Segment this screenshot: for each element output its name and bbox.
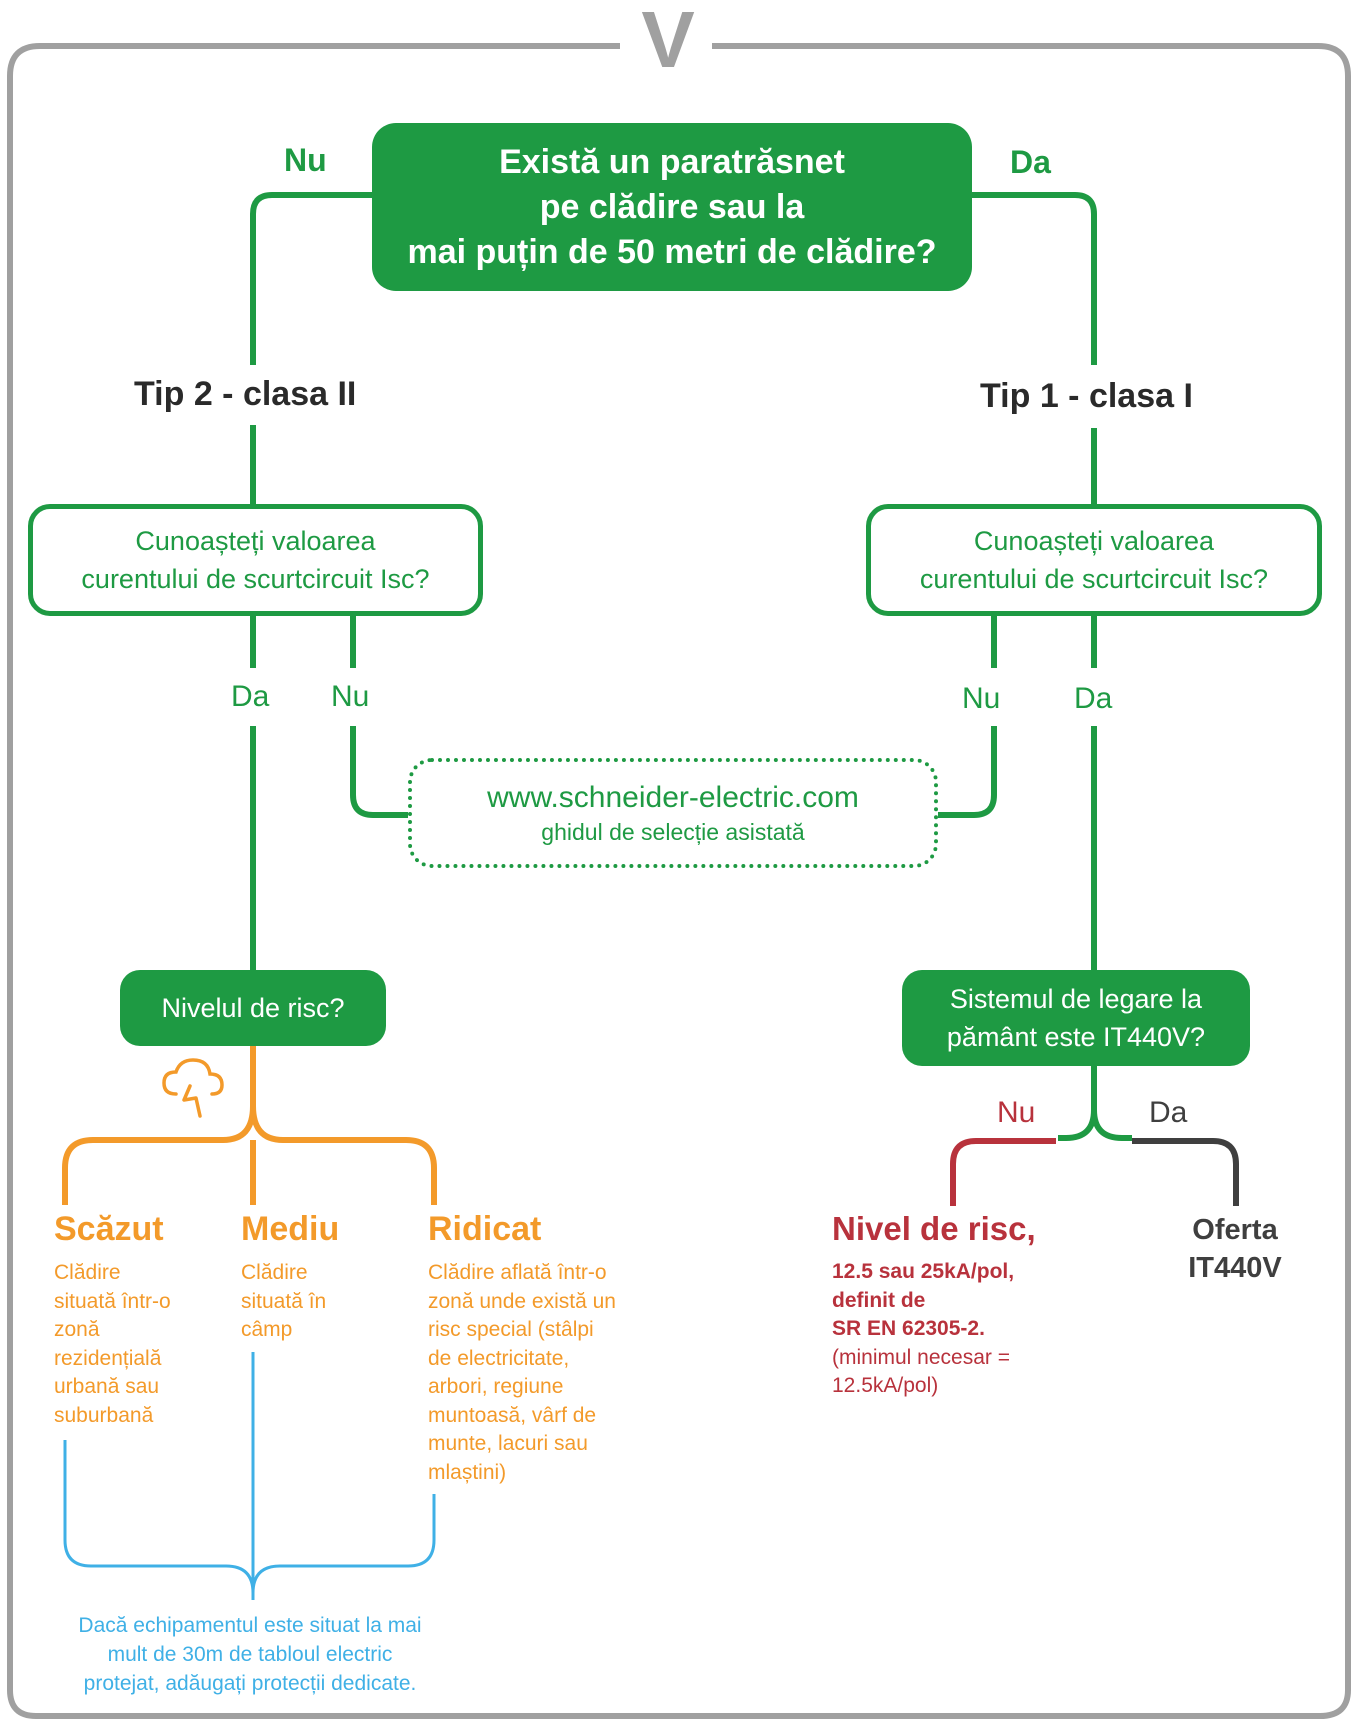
risk-result-line1: 12.5 sau 25kA/pol, (832, 1260, 1015, 1283)
distance-note: Dacă echipamentul este situat la mai mul… (30, 1611, 470, 1698)
earthing-question-box: Sistemul de legare la pământ este IT440V… (902, 970, 1250, 1066)
risk-low-desc: Clădire situată într-o zonă rezidențială… (54, 1261, 171, 1427)
branch-no-label: Nu (284, 142, 327, 178)
risk-high-desc: Clădire aflată într-o zonă unde există u… (428, 1261, 616, 1484)
line-top-right (972, 192, 1097, 365)
risk-low-title: Scăzut (54, 1210, 164, 1248)
main-question-box: Există un paratrăsnet pe clădire sau la … (372, 123, 972, 291)
website-guide-box: www.schneider-electric.com ghidul de sel… (408, 758, 938, 868)
earthing-no-label: Nu (997, 1096, 1036, 1129)
risk-level-result-desc: 12.5 sau 25kA/pol, definit de SR EN 6230… (832, 1258, 1072, 1401)
distance-note-line3: protejat, adăugați protecții dedicate. (83, 1672, 417, 1695)
main-question-line2: pe clădire sau la (539, 187, 805, 226)
main-question-line3: mai puțin de 50 metri de clădire? (407, 232, 937, 271)
risk-level-question: Nivelul de risc? (161, 993, 345, 1023)
earthing-yes-label: Da (1149, 1096, 1188, 1129)
right-isc-line1: Cunoașteți valoarea (973, 526, 1215, 556)
main-question-line1: Există un paratrăsnet (499, 142, 845, 181)
it440v-offer: Oferta IT440V (1160, 1211, 1310, 1287)
risk-level-result: Nivel de risc, 12.5 sau 25kA/pol, defini… (832, 1210, 1072, 1401)
right-isc-no-label: Nu (962, 682, 1001, 715)
left-isc-yes-label: Da (231, 680, 270, 713)
right-type-label: Tip 1 - clasa I (980, 377, 1193, 415)
storm-cloud-icon (162, 1058, 224, 1118)
note-brace (63, 1352, 436, 1600)
right-isc-question-box: Cunoașteți valoarea curentului de scurtc… (866, 504, 1322, 616)
risk-high-title: Ridicat (428, 1210, 542, 1248)
line-left-nu-to-web (350, 726, 410, 818)
risk-result-line4: (minimul necesar = (832, 1345, 1010, 1369)
left-isc-line1: Cunoașteți valoarea (135, 526, 376, 556)
line-earthing-no (950, 1138, 1056, 1206)
risk-result-line3: SR EN 62305-2. (832, 1317, 985, 1340)
earthing-question-line1: Sistemul de legare la (949, 984, 1203, 1014)
v-logo-icon: V (641, 0, 695, 84)
it440v-offer-line2: IT440V (1188, 1252, 1282, 1284)
left-isc-line2: curentului de scurtcircuit Isc? (81, 564, 430, 594)
risk-result-line2: definit de (832, 1288, 926, 1312)
risk-high: Ridicat Clădire aflată într-o zonă unde … (428, 1210, 678, 1487)
risk-medium-title: Mediu (241, 1210, 340, 1248)
risk-brace (62, 1046, 437, 1205)
risk-result-line5: 12.5kA/pol) (832, 1374, 939, 1397)
risk-medium-desc: Clădire situată în câmp (241, 1261, 327, 1341)
right-isc-line2: curentului de scurtcircuit Isc? (919, 564, 1269, 594)
line-top-left (250, 192, 372, 365)
left-isc-no-label: Nu (331, 680, 370, 713)
risk-level-result-title: Nivel de risc, (832, 1210, 1036, 1247)
line-earthing-yes (1132, 1138, 1239, 1206)
website-subtitle: ghidul de selecție asistată (541, 819, 805, 845)
risk-low: Scăzut Clădire situată într-o zonă rezid… (54, 1210, 229, 1430)
line-earthing-split (1058, 1062, 1132, 1141)
earthing-question-line2: pământ este IT440V? (946, 1022, 1206, 1052)
it440v-offer-line1: Oferta (1192, 1214, 1278, 1246)
distance-note-line2: mult de 30m de tabloul electric (107, 1643, 393, 1666)
left-isc-question-box: Cunoașteți valoarea curentului de scurtc… (28, 504, 483, 616)
website-link[interactable]: www.schneider-electric.com (487, 781, 859, 814)
right-isc-yes-label: Da (1074, 682, 1113, 715)
risk-medium: Mediu Clădire situată în câmp (241, 1210, 401, 1345)
branch-yes-label: Da (1010, 144, 1051, 180)
left-type-label: Tip 2 - clasa II (134, 375, 357, 413)
risk-level-question-box: Nivelul de risc? (120, 970, 386, 1046)
line-right-nu-to-web (936, 726, 997, 818)
distance-note-line1: Dacă echipamentul este situat la mai (78, 1614, 422, 1637)
outer-frame (7, 43, 1351, 1719)
